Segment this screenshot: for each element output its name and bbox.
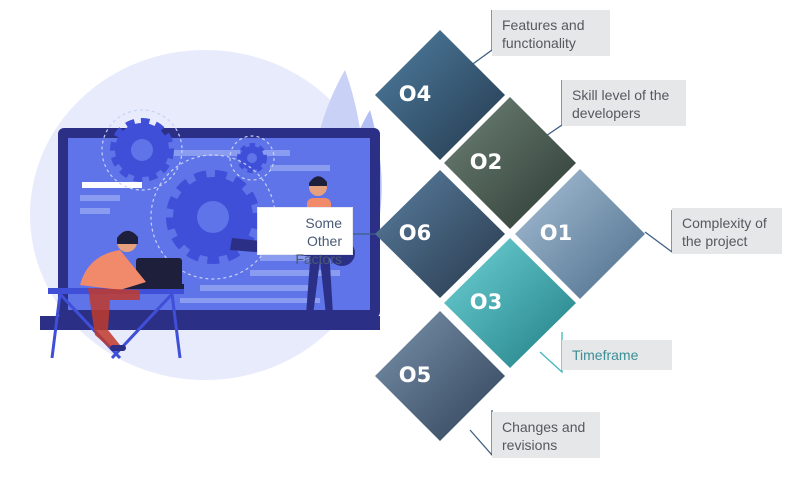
screen-highlight-line [82, 182, 142, 188]
label-f02: Skill level of the developers [562, 80, 686, 126]
illustration [30, 50, 382, 380]
svg-text:O1: O1 [540, 221, 572, 245]
label-f05: Changes and revisions [492, 412, 600, 458]
label-f03: Timeframe [562, 340, 672, 370]
diamond-f06: O6 [375, 170, 505, 298]
laptop-icon [136, 258, 182, 286]
sitting-person [48, 230, 184, 360]
svg-text:O6: O6 [399, 221, 431, 245]
diamond-f01: O1 [515, 169, 645, 299]
diamond-f04: O4 [375, 30, 505, 160]
svg-text:O5: O5 [399, 363, 431, 387]
screen-code-lines [80, 150, 340, 303]
svg-text:O3: O3 [470, 290, 502, 314]
label-some-other-factors: Some Other Factors [258, 208, 352, 267]
monitor-base [40, 316, 380, 330]
svg-text:O2: O2 [470, 150, 502, 174]
svg-text:O4: O4 [399, 82, 431, 106]
gear-icon [237, 143, 267, 173]
gear-icon [110, 118, 174, 182]
label-f01: Complexity of the project [672, 208, 782, 254]
label-f04: Features and functionality [492, 10, 610, 56]
diamond-f05: O5 [375, 311, 505, 441]
diamond-f03: O3 [444, 238, 576, 368]
gear-orbit [101, 109, 183, 191]
diamonds: O4 O2 O6 O1 O3 O5 [375, 30, 645, 441]
diamond-f02: O2 [444, 97, 576, 229]
gear-icon [166, 170, 260, 264]
gear-orbit [229, 135, 275, 181]
